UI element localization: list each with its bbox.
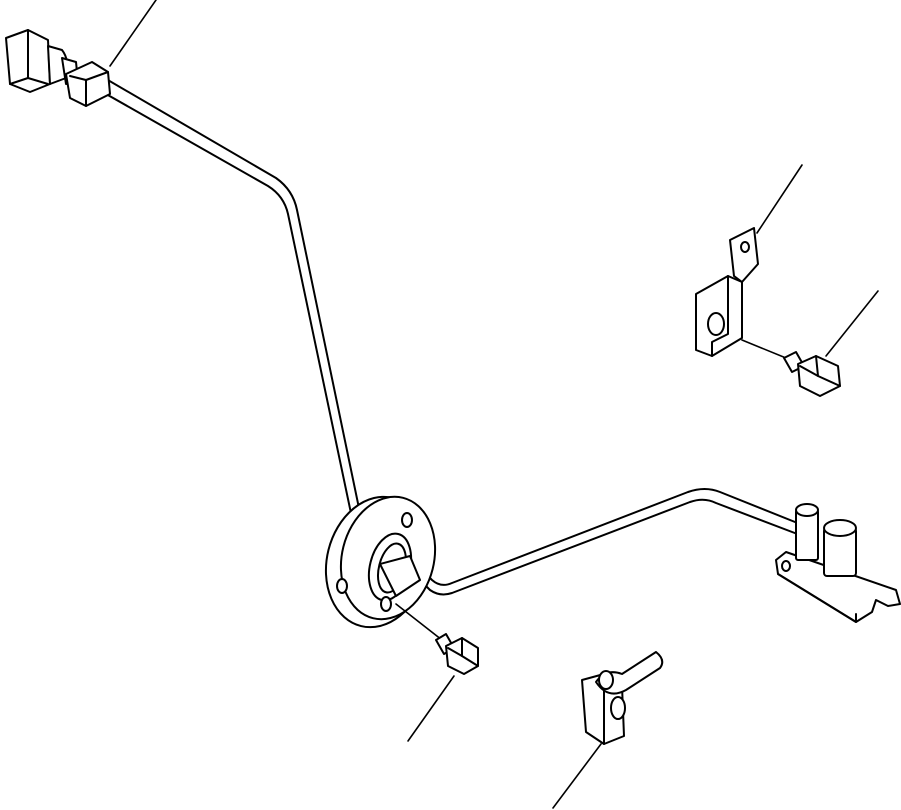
leader-line-bracket-bolt (825, 290, 879, 357)
mounting-bracket (695, 227, 759, 357)
leader-line-connector (109, 0, 157, 67)
leader-lines (109, 0, 879, 809)
leader-line-bracket (756, 164, 803, 234)
bracket-bolt (741, 339, 841, 397)
grommet (65, 61, 111, 107)
flange-bolt (395, 603, 479, 675)
terminal-plate (775, 503, 901, 623)
leader-line-clip (552, 743, 602, 809)
leader-line-flange-bolt (407, 675, 455, 742)
tube-clip (581, 651, 664, 745)
sensor-harness-tube (91, 75, 801, 596)
mounting-flange (324, 495, 437, 629)
